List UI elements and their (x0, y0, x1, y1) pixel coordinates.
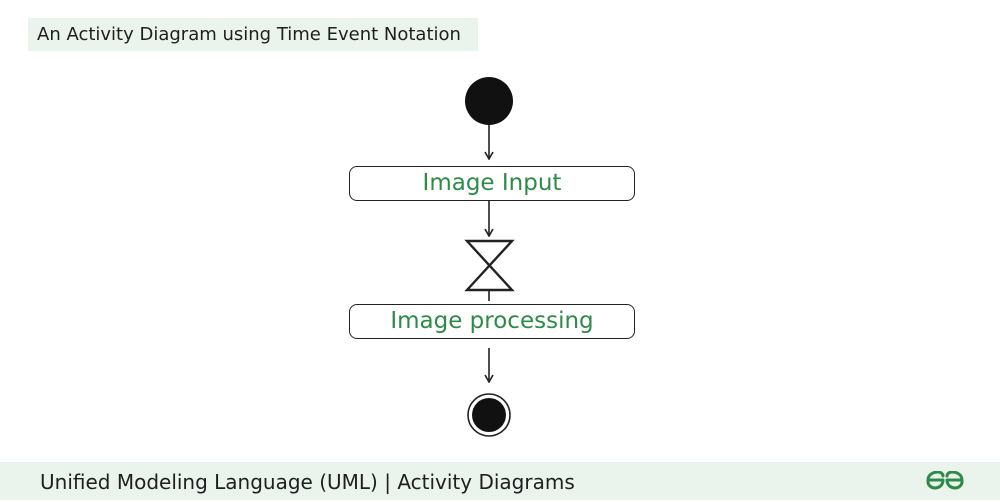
footer-caption: Unified Modeling Language (UML) | Activi… (40, 470, 575, 494)
diagram-title: An Activity Diagram using Time Event Not… (28, 18, 478, 51)
final-node (467, 393, 511, 437)
action-image-input: Image Input (349, 166, 635, 201)
activity-diagram (464, 77, 515, 437)
gfg-logo-icon (926, 471, 964, 490)
initial-node (465, 77, 513, 125)
footer-bar: Unified Modeling Language (UML) | Activi… (0, 462, 1000, 500)
action-image-processing: Image processing (349, 304, 635, 339)
time-event-hourglass-icon (464, 239, 515, 292)
